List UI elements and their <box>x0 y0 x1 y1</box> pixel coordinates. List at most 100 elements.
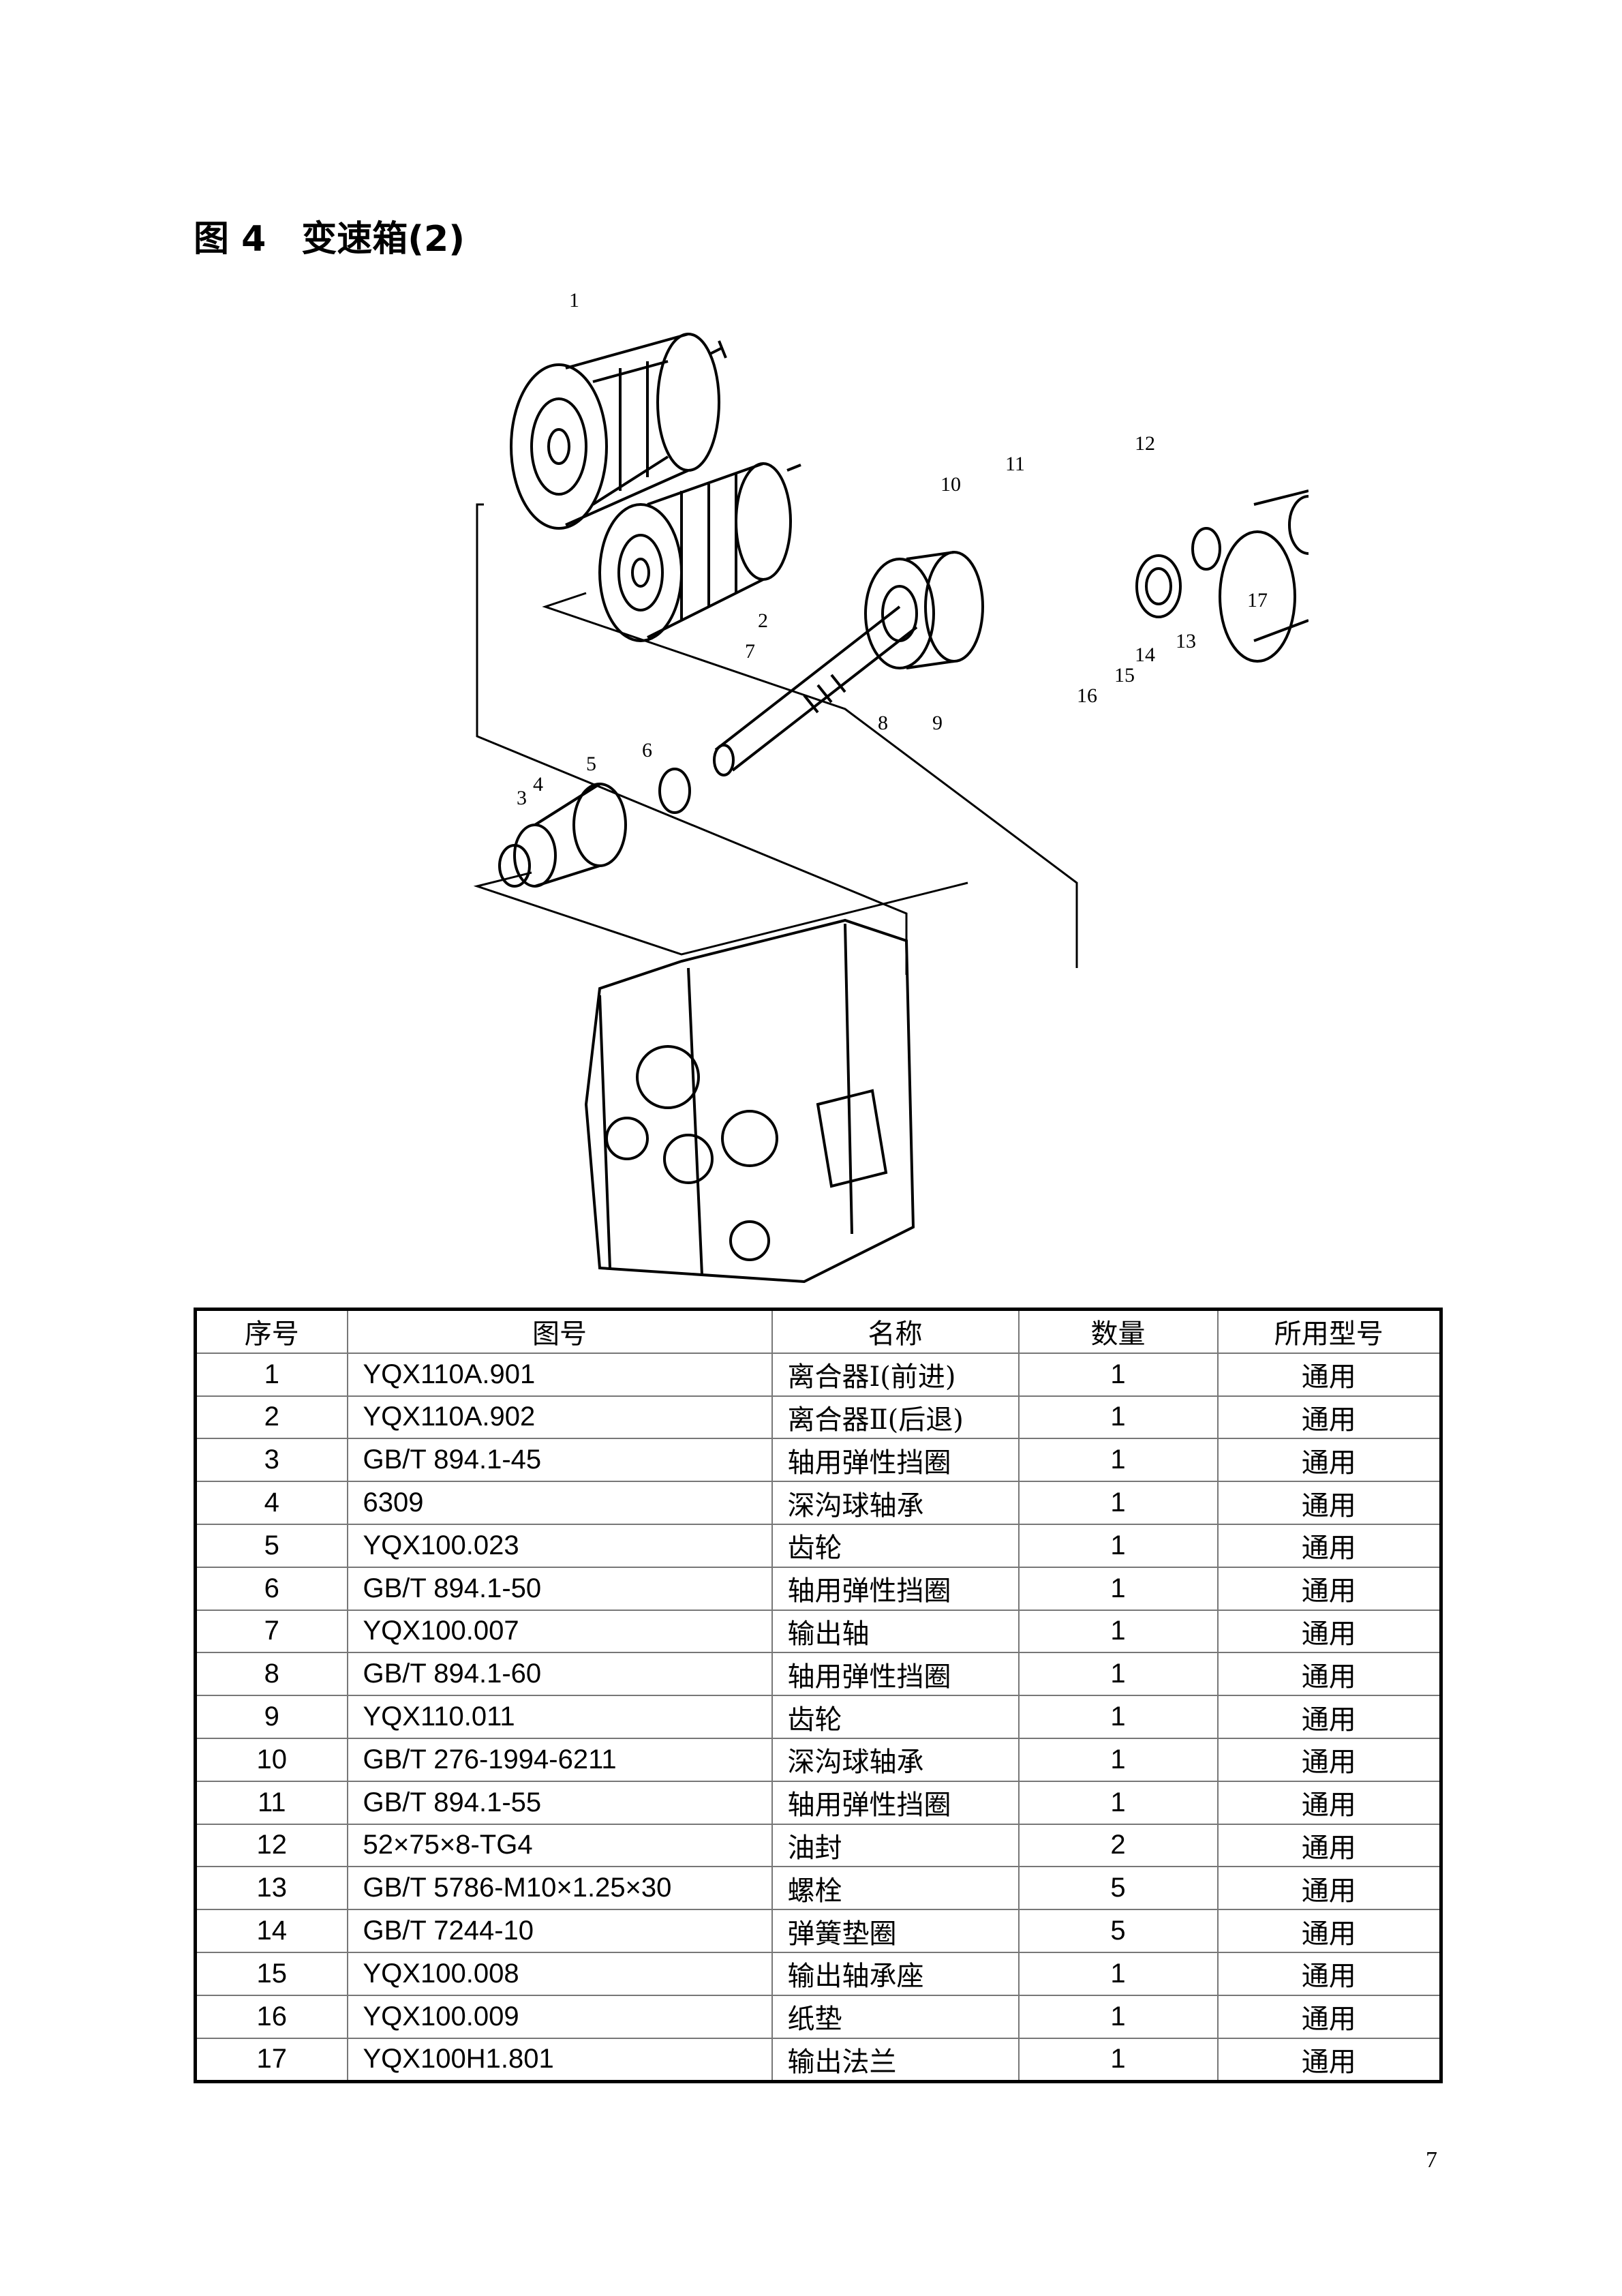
callout-5: 5 <box>586 753 596 775</box>
cell-quantity: 1 <box>1017 1780 1219 1825</box>
cell-quantity: 1 <box>1017 1352 1219 1397</box>
callout-7: 7 <box>745 640 755 663</box>
cell-quantity: 1 <box>1017 1395 1219 1440</box>
gearbox-housing-part <box>584 918 915 1284</box>
table-header-row: 序号 图号 名称 数量 所用型号 <box>194 1308 1442 1354</box>
callout-3: 3 <box>517 787 527 809</box>
cell-item-number: 8 <box>194 1652 348 1697</box>
clutch-reverse-part <box>598 462 801 642</box>
cell-part-code: GB/T 5786-M10×1.25×30 <box>346 1866 773 1911</box>
cell-part-name: 深沟球轴承 <box>771 1481 1020 1525</box>
cell-item-number: 7 <box>194 1609 348 1654</box>
small-gear-set-part <box>498 768 691 888</box>
figure-title: 图 4 变速箱(2) <box>194 219 465 260</box>
callout-4: 4 <box>533 773 543 796</box>
column-header: 数量 <box>1017 1308 1219 1354</box>
cell-item-number: 5 <box>194 1523 348 1568</box>
cell-part-name: 油封 <box>771 1823 1020 1868</box>
cell-item-number: 13 <box>194 1866 348 1911</box>
callout-11: 11 <box>1005 453 1025 475</box>
gear-9-part <box>864 551 984 669</box>
column-header: 图号 <box>346 1308 773 1354</box>
cell-part-code: 52×75×8-TG4 <box>346 1823 773 1868</box>
cell-quantity: 5 <box>1017 1866 1219 1911</box>
cell-part-code: GB/T 276-1994-6211 <box>346 1737 773 1782</box>
callout-1: 1 <box>569 289 579 312</box>
cell-item-number: 11 <box>194 1780 348 1825</box>
cell-part-name: 弹簧垫圈 <box>771 1909 1020 1953</box>
column-header: 序号 <box>194 1308 348 1354</box>
page-number: 7 <box>1426 2147 1437 2173</box>
cell-quantity: 1 <box>1017 1652 1219 1697</box>
cell-part-name: 轴用弹性挡圈 <box>771 1566 1020 1611</box>
callout-16: 16 <box>1077 684 1097 707</box>
cell-quantity: 1 <box>1017 1951 1219 1996</box>
cell-quantity: 1 <box>1017 1737 1219 1782</box>
cell-part-name: 深沟球轴承 <box>771 1737 1020 1782</box>
cell-part-name: 离合器Ⅱ(后退) <box>771 1395 1020 1440</box>
output-shaft-part <box>713 605 918 776</box>
cell-part-name: 螺栓 <box>771 1866 1020 1911</box>
callout-15: 15 <box>1114 664 1135 686</box>
cell-quantity: 1 <box>1017 1994 1219 2039</box>
cell-model: 通用 <box>1216 1780 1442 1825</box>
cell-model: 通用 <box>1216 1823 1442 1868</box>
cell-quantity: 1 <box>1017 2037 1219 2083</box>
cell-part-name: 输出轴承座 <box>771 1951 1020 1996</box>
callout-2: 2 <box>758 609 768 632</box>
callout-12: 12 <box>1135 432 1155 455</box>
cell-model: 通用 <box>1216 1695 1442 1739</box>
cell-item-number: 1 <box>194 1352 348 1397</box>
cell-item-number: 10 <box>194 1737 348 1782</box>
cell-model: 通用 <box>1216 1866 1442 1911</box>
cell-part-name: 输出法兰 <box>771 2037 1020 2083</box>
callout-9: 9 <box>932 712 943 734</box>
cell-part-code: GB/T 7244-10 <box>346 1909 773 1953</box>
cell-part-code: YQX100.007 <box>346 1609 773 1654</box>
bearing-10-part <box>1135 554 1182 618</box>
column-header: 所用型号 <box>1216 1308 1442 1354</box>
cell-part-code: GB/T 894.1-55 <box>346 1780 773 1825</box>
cell-quantity: 1 <box>1017 1438 1219 1483</box>
cell-model: 通用 <box>1216 1352 1442 1397</box>
cell-part-name: 齿轮 <box>771 1523 1020 1568</box>
cell-model: 通用 <box>1216 1523 1442 1568</box>
clutch-forward-part <box>510 333 727 530</box>
gasket-16-part <box>1219 530 1296 663</box>
callout-17: 17 <box>1247 589 1268 611</box>
cell-item-number: 15 <box>194 1951 348 1996</box>
cell-part-name: 轴用弹性挡圈 <box>771 1652 1020 1697</box>
cell-part-code: GB/T 894.1-60 <box>346 1652 773 1697</box>
cell-quantity: 1 <box>1017 1695 1219 1739</box>
cell-model: 通用 <box>1216 1438 1442 1483</box>
cell-part-name: 轴用弹性挡圈 <box>771 1780 1020 1825</box>
cell-model: 通用 <box>1216 1481 1442 1525</box>
cell-part-code: 6309 <box>346 1481 773 1525</box>
cell-model: 通用 <box>1216 1951 1442 1996</box>
cell-item-number: 16 <box>194 1994 348 2039</box>
cell-item-number: 17 <box>194 2037 348 2083</box>
callout-10: 10 <box>940 473 961 496</box>
cell-item-number: 4 <box>194 1481 348 1525</box>
cell-item-number: 12 <box>194 1823 348 1868</box>
callout-6: 6 <box>642 739 652 761</box>
cell-part-code: YQX110A.901 <box>346 1352 773 1397</box>
cell-part-code: YQX100.023 <box>346 1523 773 1568</box>
cell-model: 通用 <box>1216 1566 1442 1611</box>
cell-model: 通用 <box>1216 1609 1442 1654</box>
callout-14: 14 <box>1135 644 1155 666</box>
column-header: 名称 <box>771 1308 1020 1354</box>
cell-part-code: GB/T 894.1-45 <box>346 1438 773 1483</box>
